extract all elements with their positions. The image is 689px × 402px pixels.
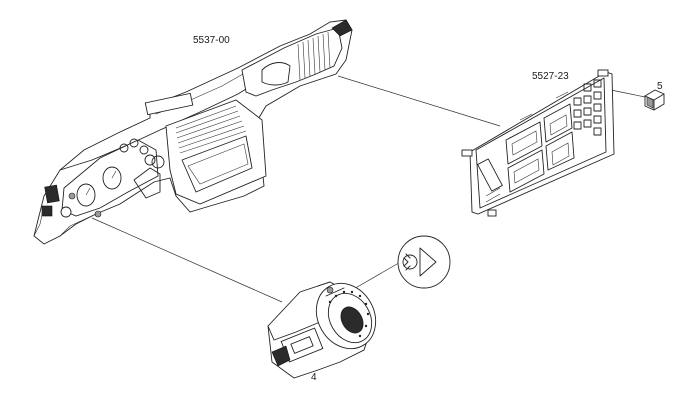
lower-trim-line (59, 213, 97, 237)
switch-cap-shade (646, 96, 654, 109)
leader-switch-to-detail (351, 259, 405, 291)
center-stack-vents (175, 105, 247, 154)
warning-lamp-1 (119, 143, 129, 153)
upper-vent-slats (297, 31, 331, 81)
switch-cap-part (644, 89, 665, 111)
rotary-switch-assembly (267, 281, 377, 379)
dash-end-cap (331, 19, 353, 37)
knob-center (340, 306, 364, 334)
knob-scale-marks (328, 290, 370, 338)
control-panel-left-slots (477, 158, 503, 203)
right-dial (151, 155, 165, 169)
control-panel-switch-grid (573, 79, 602, 136)
left-switch-block (41, 205, 53, 217)
leader-dash-to-switch (91, 217, 283, 303)
control-panel-openings (505, 103, 575, 193)
top-panel-recess (144, 92, 194, 116)
callout-control-panel: 5527-23 (532, 71, 569, 82)
control-panel-assembly (461, 69, 615, 217)
switch-mount-tab (271, 345, 291, 367)
callout-rotary-switch: 4 (311, 372, 317, 383)
leader-dash-to-panel (337, 75, 501, 127)
bottom-mount-clip (487, 209, 497, 217)
top-mount-clip (597, 69, 609, 77)
radio-slot-inner (187, 143, 249, 185)
warning-lamp-2 (129, 138, 139, 148)
knob-top-detail (317, 281, 345, 297)
control-panel-face (475, 77, 607, 209)
left-mount-clip (461, 149, 473, 157)
cluster-knob-mark (94, 210, 102, 218)
left-small-control (68, 192, 76, 200)
column-shroud (133, 167, 161, 199)
leader-lines (91, 75, 646, 303)
warning-lamp-3 (139, 145, 149, 155)
control-panel-top-tabs (519, 91, 569, 121)
left-knob (60, 206, 72, 218)
leader-panel-to-cap (610, 89, 646, 98)
gauge-center (102, 166, 122, 190)
dashboard-assembly (33, 19, 353, 245)
upper-vent-round (261, 62, 291, 86)
gauge-left (76, 183, 96, 207)
knob-indicator (326, 286, 334, 294)
small-gauge (144, 154, 156, 166)
callout-switch-cap: 5 (657, 81, 663, 92)
callout-dashboard: 5537-00 (193, 35, 230, 46)
fan-symbol-with-arrow-icon (397, 235, 451, 289)
left-side-vent (44, 184, 60, 204)
center-stack (165, 99, 267, 205)
left-end-line (33, 205, 45, 237)
connector-socket (290, 336, 314, 354)
radio-slot (181, 135, 253, 193)
